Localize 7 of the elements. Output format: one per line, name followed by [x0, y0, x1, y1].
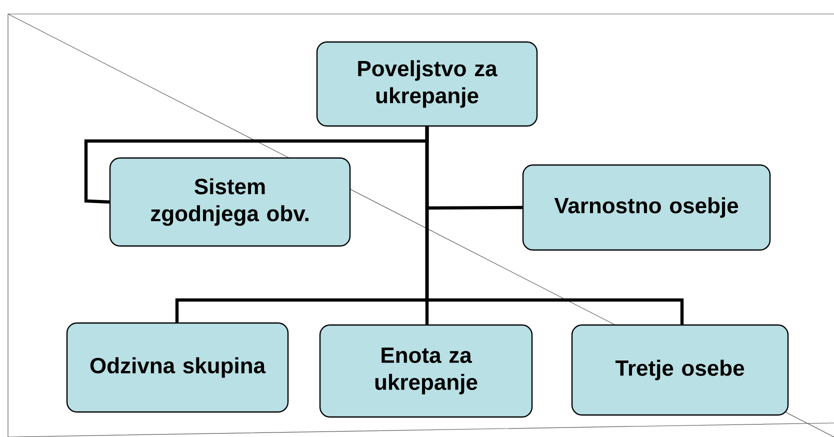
org-box: Varnostno osebje — [522, 164, 771, 251]
org-box: Poveljstvo za ukrepanje — [316, 41, 538, 127]
org-box: Sistem zgodnjega obv. — [109, 157, 351, 247]
org-box: Enota za ukrepanje — [319, 324, 533, 418]
connector-line — [425, 126, 684, 324]
org-box: Odzivna skupina — [66, 322, 289, 413]
org-box: Tretje osebe — [571, 324, 789, 416]
